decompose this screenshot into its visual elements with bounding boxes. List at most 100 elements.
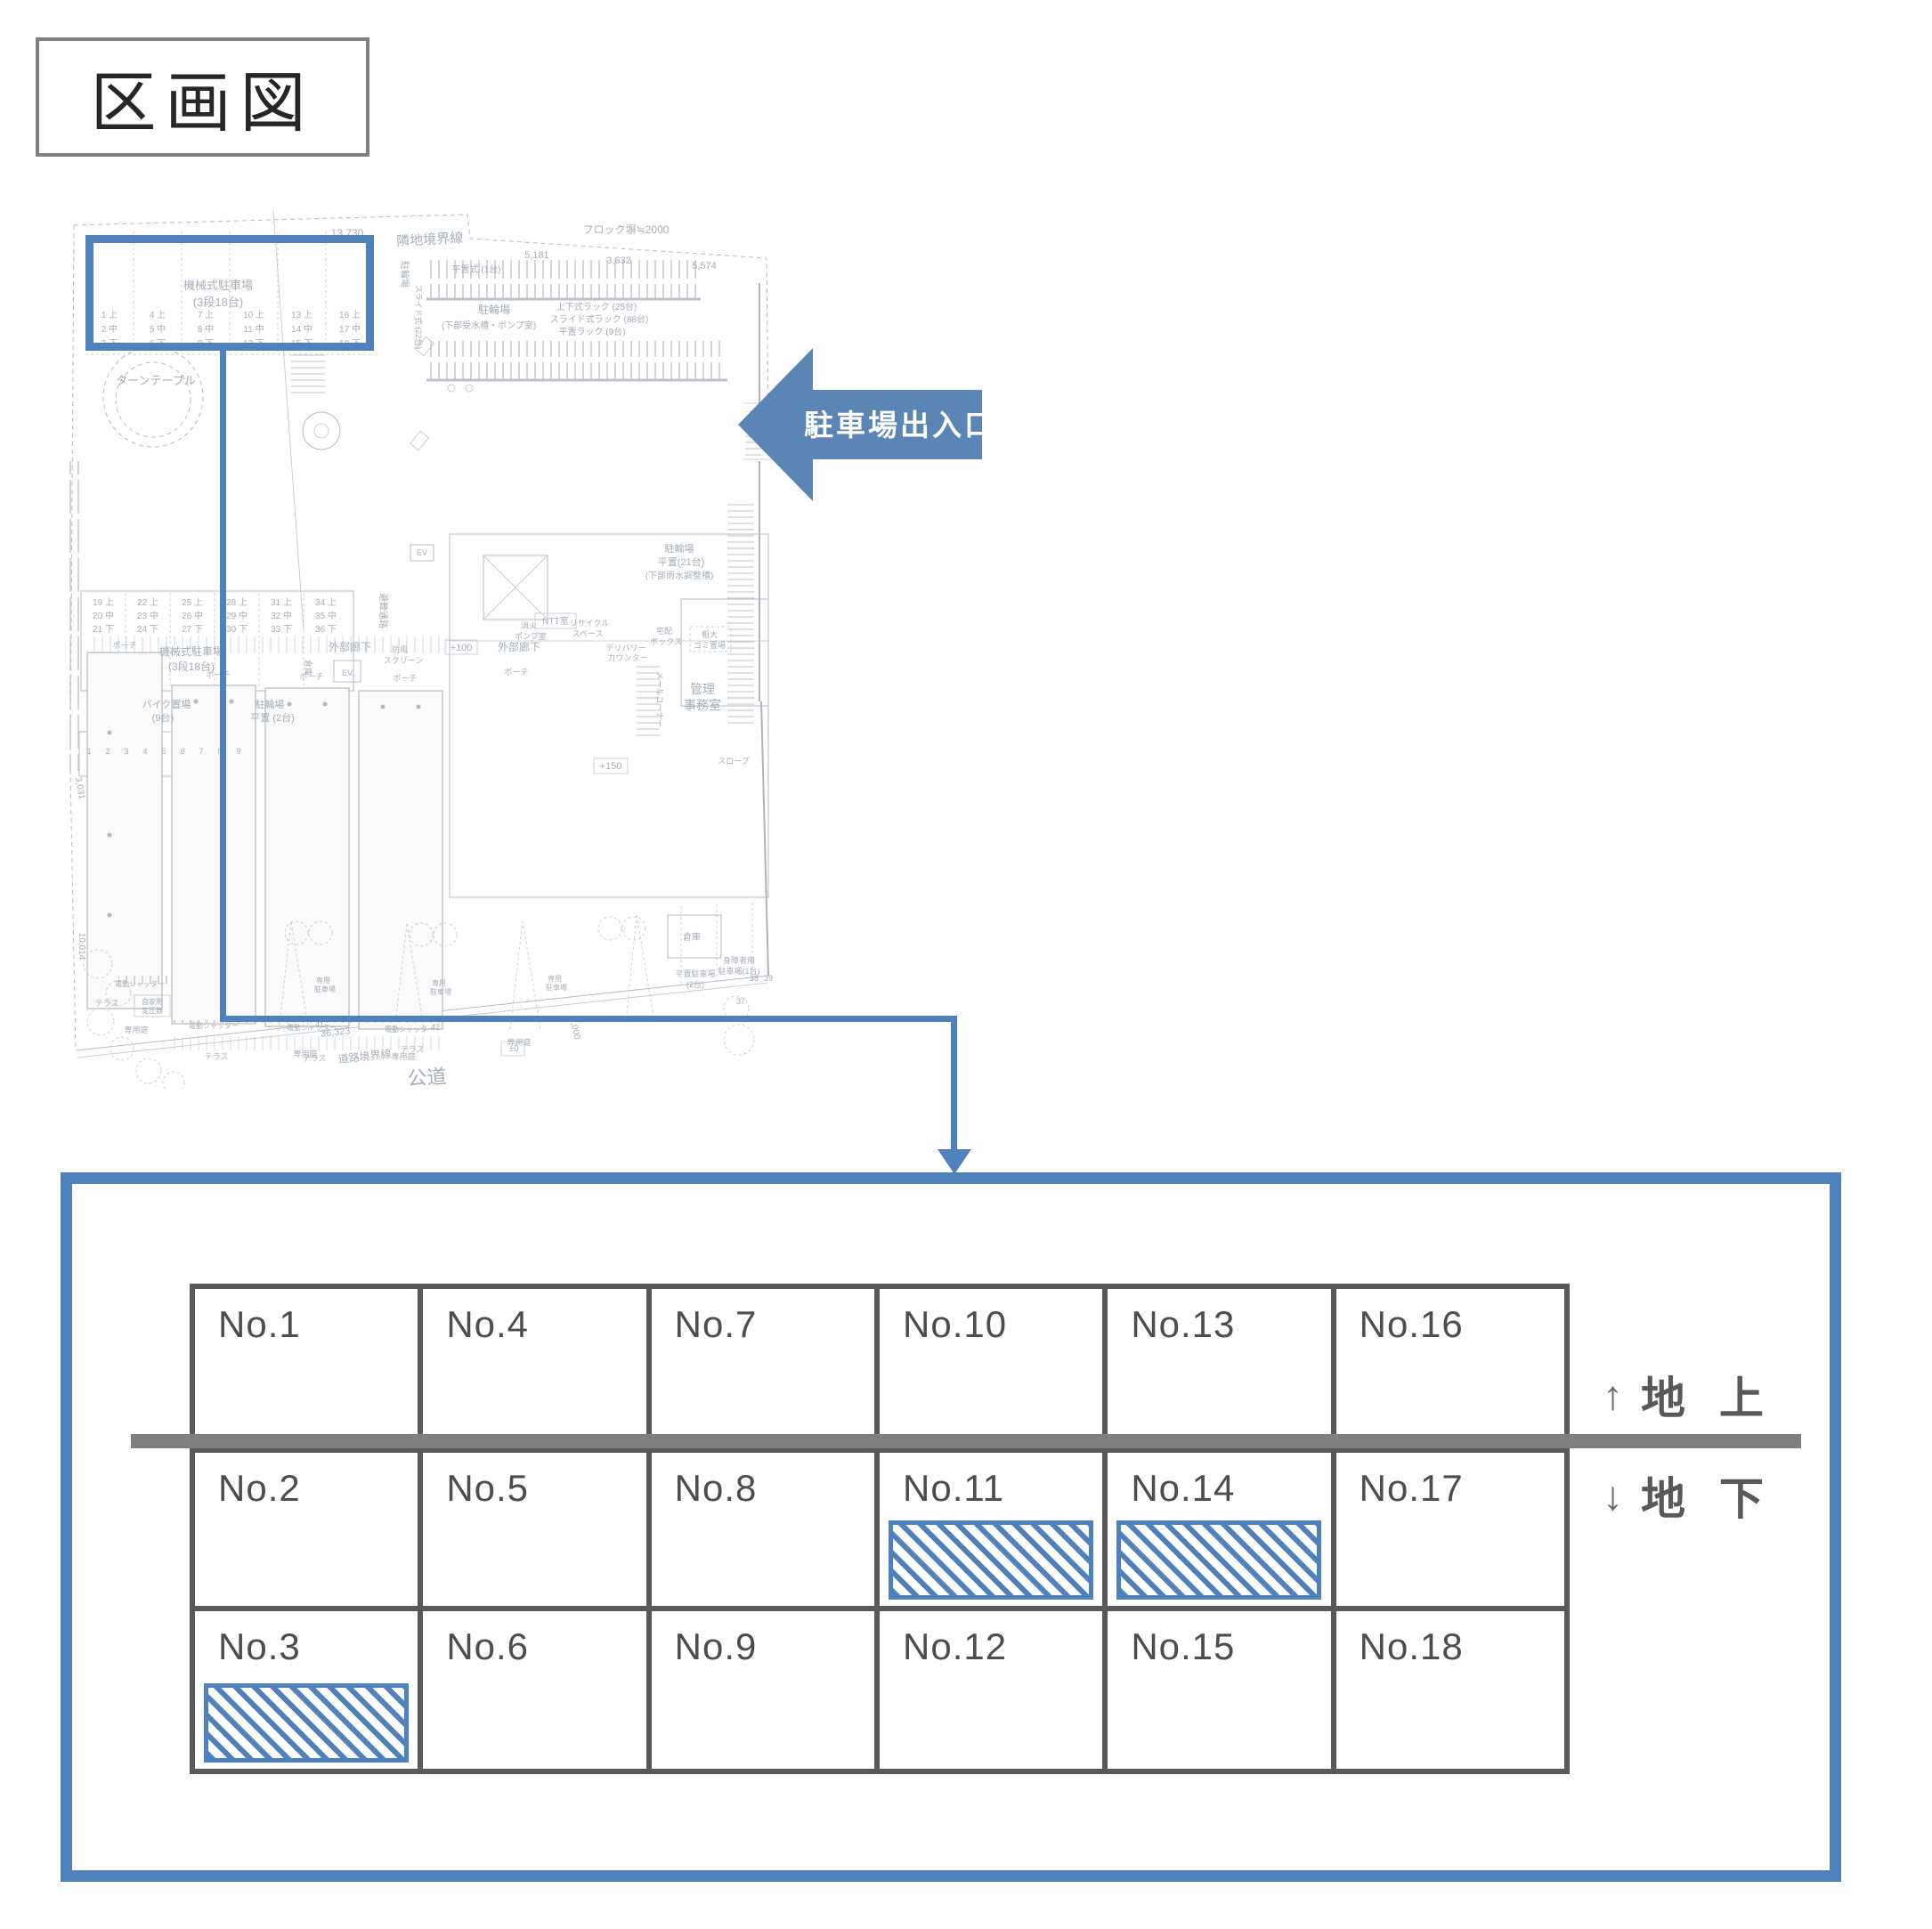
plan-label: 29 中 xyxy=(226,610,248,621)
mech-parking-grid-top xyxy=(85,231,374,355)
turntable-circle xyxy=(115,361,191,438)
plan-label: ポーチ xyxy=(112,641,136,650)
plan-label: 27 下 xyxy=(182,625,203,635)
plan-label: 公道 xyxy=(407,1066,448,1089)
plan-label: 電動シャッター xyxy=(287,1024,337,1032)
plan-label: 駐車場 xyxy=(546,983,567,992)
trees xyxy=(83,916,755,1089)
plan-label: 38 xyxy=(750,974,759,983)
plan-label: 25 上 xyxy=(182,597,203,608)
plan-label: 19 上 xyxy=(93,597,114,608)
unit-outline xyxy=(358,690,443,1030)
terrace-band xyxy=(172,1036,442,1050)
unit-dots xyxy=(107,699,421,918)
parking-cell-no5: No.5 xyxy=(423,1453,652,1611)
trash-area-box xyxy=(689,626,732,652)
spiral-stair xyxy=(302,411,341,450)
right-rack-column xyxy=(727,502,754,725)
parking-cell-label: No.3 xyxy=(218,1625,301,1667)
shutter-band xyxy=(172,1020,442,1028)
plan-label: 5 xyxy=(161,747,166,756)
plan-label: ゴミ置場 xyxy=(694,640,726,650)
plan-label: (3段18台) xyxy=(168,660,215,673)
level-box xyxy=(593,758,629,774)
parking-cell-label: No.6 xyxy=(446,1625,530,1667)
parking-cell-no7: No.7 xyxy=(651,1289,880,1453)
parking-cell-no13: No.13 xyxy=(1108,1289,1336,1453)
parking-cell-label: No.10 xyxy=(903,1303,1008,1345)
boundary-line xyxy=(73,214,769,426)
building-outline xyxy=(449,533,769,898)
plan-label: カウンター xyxy=(607,653,647,662)
plan-label: 21 下 xyxy=(93,625,114,635)
highlight-box xyxy=(85,235,374,351)
occupied-hatch xyxy=(204,1683,409,1763)
parking-cell-no16: No.16 xyxy=(1335,1289,1564,1453)
elevator-box xyxy=(410,544,434,562)
plan-label: 11 中 xyxy=(243,323,264,335)
plan-label: スロープ xyxy=(718,757,749,766)
stairs xyxy=(291,351,325,397)
plan-label: (下部受水槽・ポンプ室) xyxy=(442,320,536,331)
plan-label: 36 下 xyxy=(315,625,337,635)
plan-label: 41 xyxy=(315,1020,324,1029)
plan-label: EV xyxy=(417,548,427,557)
plan-label: 42 xyxy=(431,1023,440,1032)
plan-label: 倉庫 xyxy=(304,660,313,676)
down-arrow-icon: ↓ xyxy=(1603,1472,1623,1519)
plan-label: 8 中 xyxy=(198,323,214,335)
plan-label: ポーチ xyxy=(393,674,417,683)
connector-line xyxy=(220,1016,957,1022)
plan-label: 隣地境界線 xyxy=(396,230,464,249)
plan-label: 20 中 xyxy=(93,610,114,621)
parking-cell-label: No.12 xyxy=(903,1625,1008,1667)
plan-detail xyxy=(465,384,474,393)
level-box xyxy=(500,1041,525,1057)
plan-label: 電動シャッター xyxy=(189,1022,239,1030)
occupied-hatch xyxy=(1116,1520,1322,1600)
shaft-x-brace xyxy=(483,555,548,620)
parking-cell-no8: No.8 xyxy=(651,1453,880,1611)
plan-label: 4 上 xyxy=(150,310,166,320)
plan-label: +150 xyxy=(600,761,622,772)
occupied-hatch xyxy=(889,1520,1093,1600)
plan-label: ±0 xyxy=(508,1044,518,1054)
plan-label: 30 下 xyxy=(226,625,248,635)
floor-separator-line xyxy=(131,1434,1801,1448)
plan-label: 駐輪場 xyxy=(665,542,694,555)
parking-cell-no6: No.6 xyxy=(423,1611,652,1769)
parking-cell-label: No.4 xyxy=(446,1303,530,1345)
plan-label: 23 中 xyxy=(137,610,158,621)
plan-label: 駐輪場 xyxy=(478,303,510,316)
plan-label: NTT室 xyxy=(542,615,568,627)
plan-label: 機械式駐車場 xyxy=(159,644,223,658)
left-terrace-band xyxy=(69,461,83,771)
parking-cell-label: No.1 xyxy=(218,1303,301,1345)
boundary-line xyxy=(69,224,77,1051)
plan-label: スライド式ラック (88台) xyxy=(550,313,649,325)
plan-label: 4 xyxy=(142,747,147,756)
plan-label: 平置ラック (9台) xyxy=(559,326,626,337)
plan-label: テラス xyxy=(95,999,119,1008)
plan-label: 1 xyxy=(86,747,91,756)
plan-label: 1 上 xyxy=(101,310,118,320)
turntable-circle xyxy=(102,346,204,448)
plan-label: 36,323 xyxy=(320,1025,351,1039)
parking-cell-no1: No.1 xyxy=(195,1289,424,1453)
storage-room xyxy=(667,914,722,959)
floor-label-below-ground: ↓ 地 下 xyxy=(1603,1472,1774,1524)
plan-label: 電動シャッター xyxy=(115,980,165,988)
unit-outline xyxy=(171,685,256,1025)
plan-label: 37 xyxy=(736,997,745,1006)
plan-label: メールコーナー xyxy=(655,672,664,728)
parking-cell-label: No.9 xyxy=(674,1625,758,1667)
plan-label: ポンプ室 xyxy=(515,631,547,641)
plan-label: 駐輪場 xyxy=(256,698,285,710)
dimension-line xyxy=(272,209,304,631)
plan-label: バイク置場 xyxy=(142,699,191,710)
parking-cell-no11: No.11 xyxy=(880,1453,1108,1611)
parking-cell-no14: No.14 xyxy=(1108,1453,1336,1611)
parking-cell-label: No.2 xyxy=(218,1467,301,1509)
